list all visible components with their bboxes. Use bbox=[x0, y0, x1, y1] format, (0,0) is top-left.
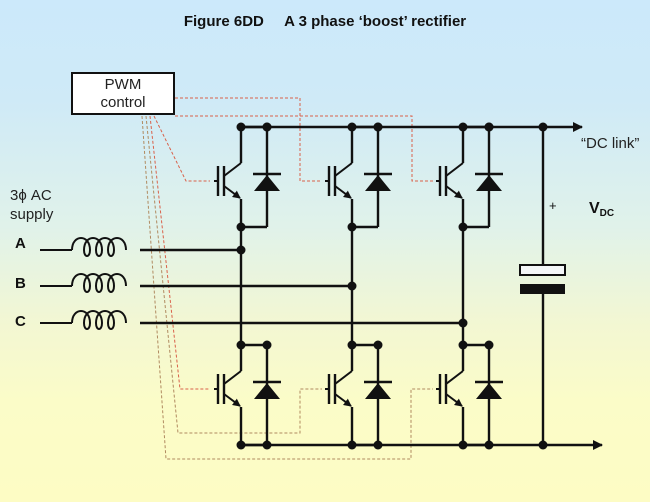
junction-dot bbox=[373, 340, 383, 350]
control-line-bottom-leg2 bbox=[145, 115, 322, 434]
junction-dot bbox=[458, 122, 468, 132]
diode-triangle bbox=[476, 383, 502, 399]
igbt-emitter-arrow bbox=[223, 185, 241, 199]
vdc-subscript: DC bbox=[599, 208, 615, 219]
igbt-leg-2 bbox=[325, 122, 392, 450]
junction-dot bbox=[262, 440, 272, 450]
lower-igbt-1 bbox=[214, 340, 281, 450]
dc-link-capacitor bbox=[519, 122, 566, 450]
leg-wire bbox=[461, 125, 491, 229]
inductor-phase-b bbox=[40, 273, 352, 293]
vdc-symbol: V bbox=[589, 200, 600, 217]
control-line-top-leg2 bbox=[175, 97, 322, 182]
igbt-collector bbox=[334, 162, 353, 177]
igbt-collector bbox=[334, 370, 353, 385]
figure-title: Figure 6DD A 3 phase ‘boost’ rectifier bbox=[183, 13, 467, 30]
supply-label-line1: 3ϕ AC bbox=[10, 187, 52, 204]
inductor-phase-c bbox=[40, 310, 463, 330]
igbt-collector bbox=[223, 162, 242, 177]
upper-igbt-3 bbox=[436, 122, 503, 232]
lower-igbt-3 bbox=[436, 340, 503, 450]
igbt-emitter-arrow bbox=[445, 185, 463, 199]
upper-igbt-1 bbox=[214, 122, 281, 232]
vdc-label: VDC bbox=[589, 200, 614, 219]
junction-dot bbox=[484, 122, 494, 132]
upper-igbt-2 bbox=[325, 122, 392, 232]
pwm-control-label-line1: PWM bbox=[104, 76, 142, 93]
igbt-emitter-arrow bbox=[334, 393, 352, 407]
control-signals bbox=[141, 97, 433, 460]
polarity-plus: + bbox=[549, 198, 557, 213]
control-line-bottom-leg1 bbox=[149, 115, 210, 390]
phase-label-b: B bbox=[15, 275, 26, 292]
igbt-collector bbox=[445, 370, 464, 385]
phase-label-c: C bbox=[15, 313, 26, 330]
junction-dot bbox=[373, 122, 383, 132]
control-line-top-leg3 bbox=[175, 115, 433, 182]
junction-dot bbox=[538, 122, 548, 132]
igbt-emitter-arrow bbox=[223, 393, 241, 407]
junction-dot bbox=[236, 440, 246, 450]
leg-wire bbox=[350, 125, 380, 229]
leg-wire bbox=[239, 125, 269, 229]
inductors bbox=[40, 237, 463, 330]
igbt-emitter-arrow bbox=[334, 185, 352, 199]
igbt-leg-3 bbox=[436, 122, 503, 450]
junction-dot bbox=[484, 440, 494, 450]
capacitor-plate-negative bbox=[520, 284, 565, 294]
pwm-control-block: PWM control bbox=[71, 72, 175, 115]
junction-dot bbox=[236, 245, 246, 255]
diode-triangle bbox=[476, 175, 502, 191]
diode-triangle bbox=[365, 175, 391, 191]
lower-igbt-2 bbox=[325, 340, 392, 450]
junction-dot bbox=[484, 340, 494, 350]
igbt-legs bbox=[214, 122, 503, 450]
junction-dot bbox=[373, 440, 383, 450]
inductor-phase-a bbox=[40, 237, 241, 257]
dc-link-label: “DC link” bbox=[581, 135, 640, 152]
pwm-control-label-line2: control bbox=[100, 94, 146, 111]
control-line-top-leg1 bbox=[153, 115, 210, 182]
igbt-collector bbox=[445, 162, 464, 177]
junction-dot bbox=[262, 340, 272, 350]
capacitor-plate-positive bbox=[519, 264, 566, 276]
igbt-emitter-arrow bbox=[445, 393, 463, 407]
supply-label: 3ϕ AC supply bbox=[10, 186, 53, 224]
junction-dot bbox=[347, 440, 357, 450]
diode-triangle bbox=[254, 383, 280, 399]
junction-dot bbox=[262, 122, 272, 132]
junction-dot bbox=[347, 122, 357, 132]
control-line-bottom-leg3 bbox=[141, 115, 433, 460]
igbt-collector bbox=[223, 370, 242, 385]
supply-label-line2: supply bbox=[10, 206, 54, 223]
junction-dot bbox=[458, 440, 468, 450]
junction-dot bbox=[347, 281, 357, 291]
junction-dot bbox=[538, 440, 548, 450]
junction-dot bbox=[458, 318, 468, 328]
junction-dot bbox=[236, 122, 246, 132]
phase-label-a: A bbox=[15, 235, 26, 252]
igbt-leg-1 bbox=[214, 122, 281, 450]
diode-triangle bbox=[254, 175, 280, 191]
diode-triangle bbox=[365, 383, 391, 399]
